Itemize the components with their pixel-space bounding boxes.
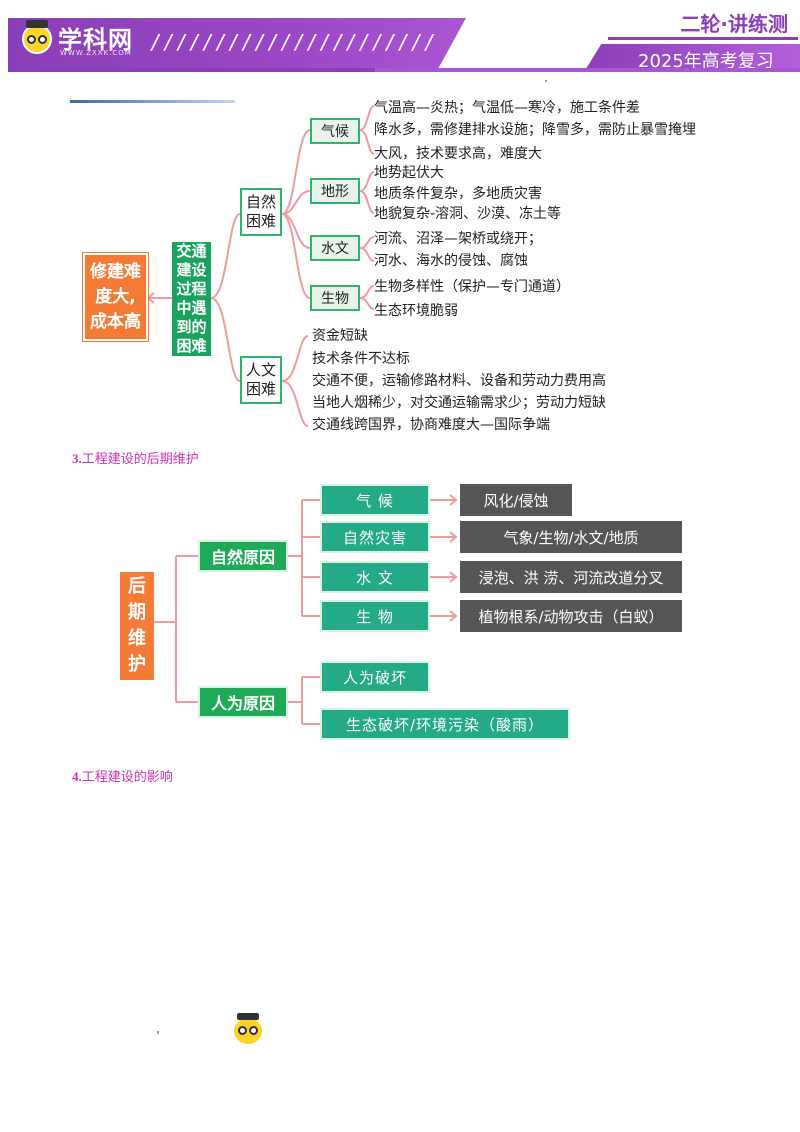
category-terrain: 地形 bbox=[310, 178, 360, 204]
human-difficulty-box: 人文困难 bbox=[240, 356, 282, 404]
cause-climate: 气 候 bbox=[320, 484, 430, 516]
center-topic-box: 交通建设过程 中遇到的困难 bbox=[172, 242, 211, 356]
human-line: 当地人烟稀少，对交通运输需求少；劳动力短缺 bbox=[312, 395, 606, 411]
effect-biological-attack: 植物根系/动物攻击（白蚁） bbox=[460, 600, 682, 632]
header-rule-accent bbox=[375, 68, 800, 72]
post-construction-maintenance-diagram: 后期维护 自然原因 人为原因 气 候 自然灾害 水 文 生 物 风化/侵蚀 气象… bbox=[112, 476, 692, 750]
human-causes-box: 人为原因 bbox=[198, 686, 288, 718]
section-4-heading: 4.工程建设的影响 bbox=[72, 769, 173, 784]
climate-line: 气温高—炎热；气温低—寒冷，施工条件差 bbox=[374, 100, 640, 116]
human-line: 技术条件不达标 bbox=[312, 351, 410, 367]
subtitle-text: 2025年高考复习 bbox=[638, 51, 774, 72]
terrain-line: 地势起伏大 bbox=[374, 165, 444, 181]
transport-construction-difficulties-diagram: 修建难度大,成本高 交通建设过程 中遇到的困难 自然困难 人文困难 气候 地形 … bbox=[78, 96, 738, 436]
section-rule bbox=[70, 100, 235, 103]
hydrology-line: 河流、沼泽—架桥或绕开； bbox=[374, 231, 542, 247]
cause-hydrology: 水 文 bbox=[320, 561, 430, 593]
connector-human bbox=[210, 297, 241, 382]
human-line: 交通线跨国界，协商难度大—国际争端 bbox=[312, 417, 550, 433]
header-decoration: ////////////////////// bbox=[150, 30, 437, 54]
human-line: 交通不便，运输修路材料、设备和劳动力费用高 bbox=[312, 373, 606, 389]
section-3-heading: 3.工程建设的后期维护 bbox=[72, 451, 199, 466]
scan-dot bbox=[157, 1031, 159, 1034]
item-arrows bbox=[430, 494, 458, 622]
logo-text: 学科网 bbox=[58, 26, 133, 54]
connector-natural bbox=[210, 213, 241, 299]
effect-weathering: 风化/侵蚀 bbox=[460, 484, 572, 516]
natural-causes-box: 自然原因 bbox=[198, 540, 288, 572]
hydrology-line: 河水、海水的侵蚀、腐蚀 bbox=[374, 253, 528, 269]
result-box: 修建难度大,成本高 bbox=[83, 253, 148, 341]
maintenance-root-box: 后期维护 bbox=[120, 572, 154, 680]
diagram-connectors bbox=[154, 494, 458, 725]
category-biology: 生物 bbox=[310, 285, 360, 311]
climate-line: 降水多，需修建排水设施；降雪多，需防止暴雪掩埋 bbox=[374, 122, 696, 138]
header-divider bbox=[608, 37, 798, 40]
arrow-head bbox=[146, 292, 155, 304]
climate-line: 大风，技术要求高，难度大 bbox=[374, 146, 542, 162]
biology-line: 生态环境脆弱 bbox=[374, 303, 458, 319]
cause-human-damage: 人为破坏 bbox=[320, 661, 430, 693]
cause-natural-disaster: 自然灾害 bbox=[320, 521, 430, 553]
cause-biology: 生 物 bbox=[320, 600, 430, 632]
scan-dot bbox=[545, 80, 547, 82]
logo-url: WWW.ZXXK.COM bbox=[60, 49, 132, 57]
effect-disaster-types: 气象/生物/水文/地质 bbox=[460, 521, 682, 553]
category-hydrology: 水文 bbox=[310, 235, 360, 261]
series-title: 二轮·讲练测 bbox=[680, 12, 788, 36]
diagram-connectors bbox=[146, 105, 375, 427]
effect-flooding: 浸泡、洪 涝、河流改道分叉 bbox=[460, 561, 682, 593]
cause-ecological-damage: 生态破坏/环境污染（酸雨） bbox=[320, 708, 570, 740]
biology-line: 生物多样性（保护—专门通道） bbox=[374, 279, 570, 295]
header-banner bbox=[8, 18, 466, 68]
subtitle-banner bbox=[584, 44, 800, 72]
category-climate: 气候 bbox=[310, 118, 360, 144]
logo-mascot-icon bbox=[22, 20, 52, 54]
footer-mascot-icon bbox=[234, 1013, 262, 1044]
human-line: 资金短缺 bbox=[312, 328, 368, 344]
terrain-line: 地貌复杂-溶洞、沙漠、冻土等 bbox=[374, 206, 562, 222]
connector-climate bbox=[281, 129, 311, 215]
terrain-line: 地质条件复杂，多地质灾害 bbox=[374, 186, 542, 202]
natural-difficulty-box: 自然困难 bbox=[240, 188, 282, 236]
